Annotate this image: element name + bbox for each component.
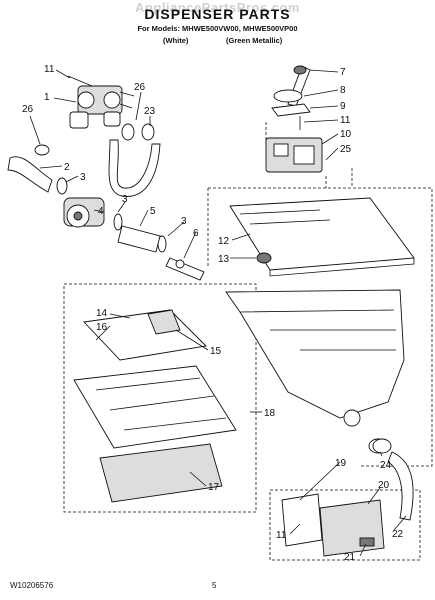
callout-5: 5 (150, 206, 156, 217)
drawer-outline (63, 283, 257, 513)
callout-11c: 11 (276, 530, 287, 541)
watermark: AppliancePartsPros.com (135, 0, 300, 15)
drawer-part (73, 365, 237, 449)
callout-7: 7 (340, 67, 346, 78)
callout-11: 11 (44, 64, 55, 75)
callout-3: 3 (80, 172, 86, 183)
page-title: DISPENSER PARTS (144, 6, 291, 22)
page-number: 5 (212, 581, 217, 590)
bracket-outline (269, 489, 421, 561)
callout-18: 18 (264, 408, 276, 419)
callout-9: 9 (340, 101, 346, 112)
callout-26: 26 (134, 82, 146, 93)
hose-part (7, 156, 53, 193)
callout-3c: 3 (181, 216, 187, 227)
callout-12: 12 (218, 236, 230, 247)
gasket-part (271, 103, 311, 117)
callout-3b: 3 (122, 194, 128, 205)
water-valve-part (69, 85, 135, 129)
drawer-front-part (99, 443, 223, 503)
screw-part (67, 75, 93, 87)
bracket-part (281, 493, 323, 547)
callout-1: 1 (44, 92, 50, 103)
callout-6: 6 (193, 228, 199, 239)
callout-10: 10 (340, 129, 352, 140)
variant-white: (White) (163, 36, 189, 45)
callout-26b: 26 (22, 104, 34, 115)
callout-25: 25 (340, 144, 352, 155)
disc-part (273, 89, 303, 103)
elbow-part (165, 257, 205, 281)
callout-11b: 11 (340, 115, 351, 126)
callout-21: 21 (344, 552, 356, 563)
hose-clamp-part (34, 144, 50, 156)
model-numbers: For Models: MHWE500VW00, MHWE500VP00 (137, 24, 298, 33)
tube-part (117, 225, 161, 253)
callout-14: 14 (96, 308, 108, 319)
callout-24: 22 (392, 529, 404, 540)
callout-15: 15 (210, 346, 222, 357)
cover-part (319, 499, 385, 557)
callout-16: 16 (96, 322, 108, 333)
bellows-part (368, 438, 392, 454)
variant-green: (Green Metallic) (226, 36, 283, 45)
callout-22: 23 (144, 106, 156, 117)
dispenser-housing-part (225, 289, 405, 419)
document-number: W10206576 (10, 581, 54, 590)
callout-20: 20 (378, 480, 390, 491)
actuator-part (265, 137, 323, 173)
fill-hose-part (108, 139, 161, 197)
callout-13: 13 (218, 254, 230, 265)
drain-hose-part (387, 451, 414, 521)
callout-4: 4 (98, 206, 104, 217)
callout-23: 24 (380, 460, 392, 471)
callout-8: 8 (340, 85, 346, 96)
callout-2: 2 (64, 162, 70, 173)
nozzle-part (256, 252, 272, 264)
bleach-cup-part (147, 309, 181, 335)
inlet-part (63, 197, 105, 228)
callout-17: 17 (208, 482, 220, 493)
latch-part (359, 537, 375, 547)
callout-19: 19 (335, 458, 347, 469)
